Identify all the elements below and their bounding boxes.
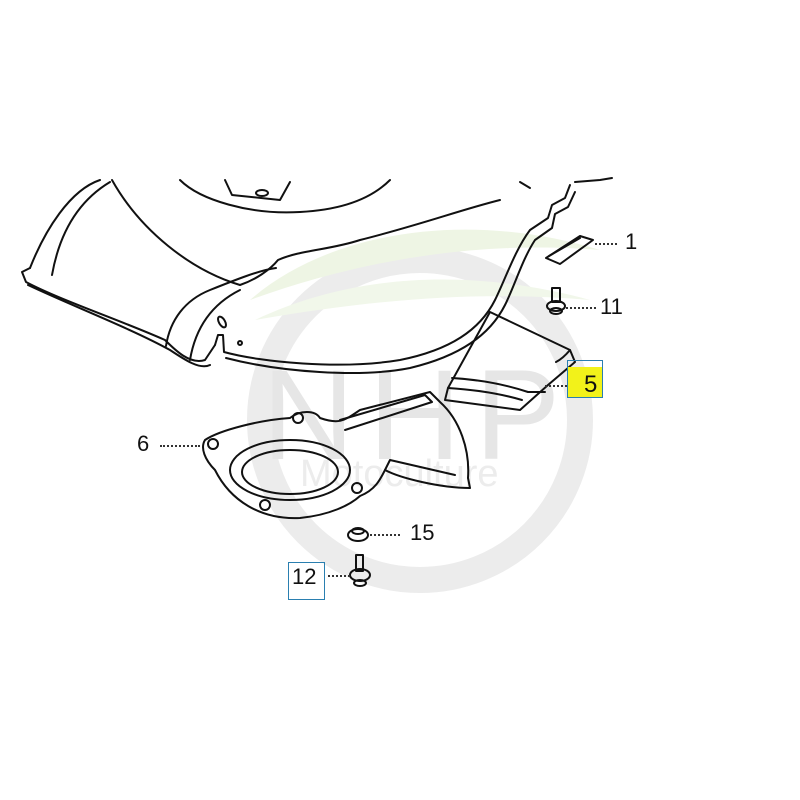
callout-12-box — [288, 562, 325, 600]
part-6-guard — [202, 391, 471, 520]
part-15-nut — [347, 527, 369, 542]
callout-15-leader — [370, 534, 400, 536]
callout-5-label: 5 — [584, 371, 598, 398]
part-1-plate — [545, 235, 594, 265]
part-12-bolt — [349, 554, 371, 587]
callout-1-label: 1 — [625, 229, 638, 254]
callout-11-leader — [566, 307, 596, 309]
cutter-housing — [21, 177, 613, 374]
callout-6-label: 6 — [137, 431, 150, 456]
callout-6-leader — [160, 445, 200, 447]
callout-11-label: 11 — [600, 294, 623, 319]
callout-5-leader — [545, 385, 567, 387]
callout-15-label: 15 — [410, 520, 435, 545]
callout-5-box — [567, 360, 603, 398]
callout-5-highlight — [567, 367, 603, 397]
part-5-baffle — [444, 311, 576, 411]
callout-1-leader — [595, 243, 617, 245]
callout-12-label: 12 — [292, 564, 317, 589]
callout-12-leader — [328, 575, 350, 577]
part-11-bolt — [546, 287, 566, 315]
